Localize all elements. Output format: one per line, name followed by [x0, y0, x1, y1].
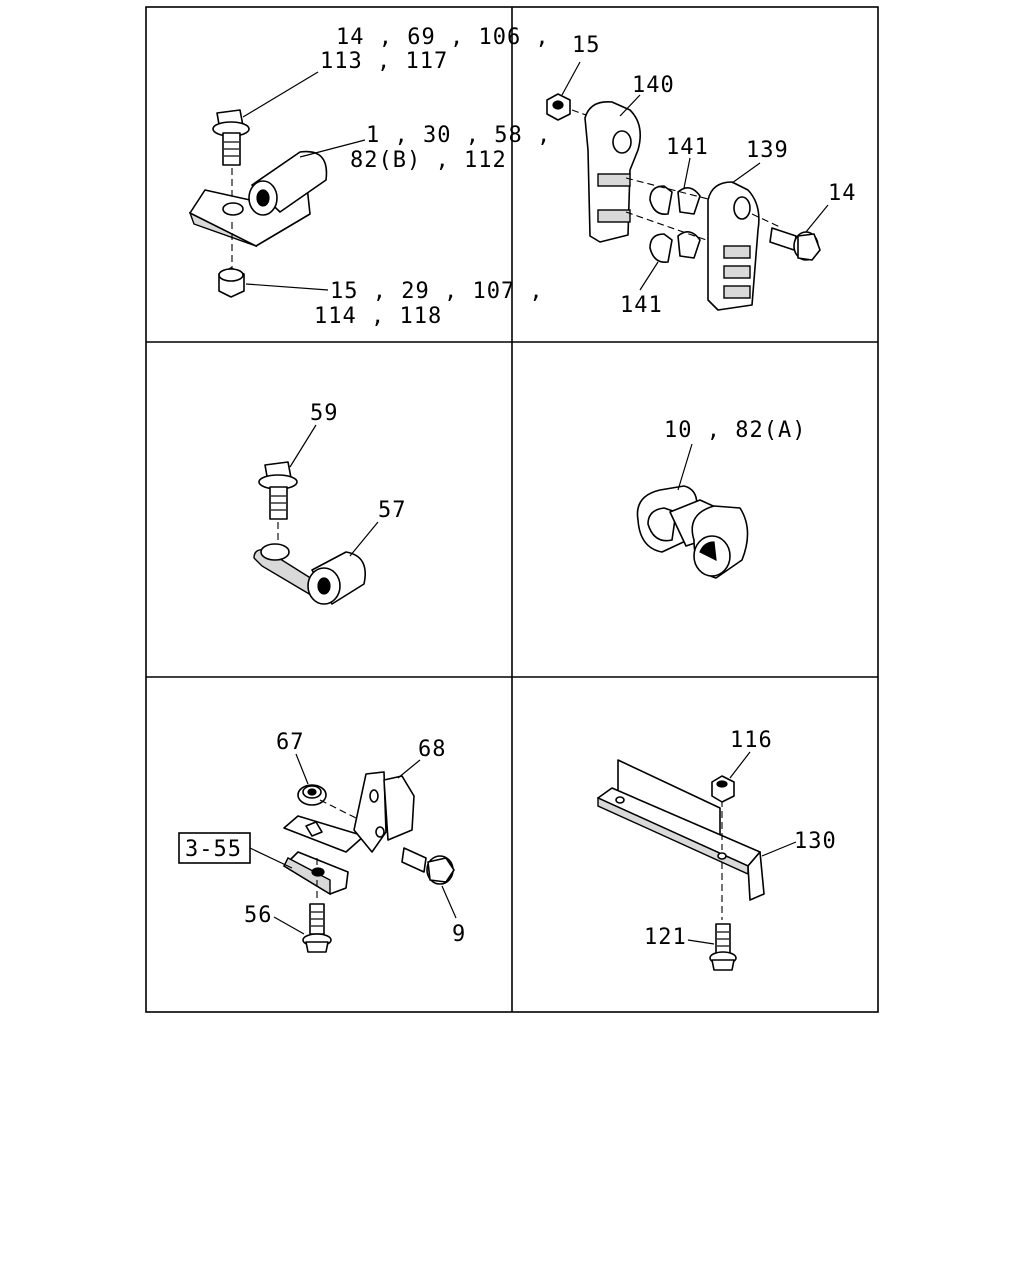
panel-middle-left	[253, 424, 379, 605]
bracket-140-icon	[584, 101, 641, 243]
callout-label: 14	[828, 181, 857, 206]
callout-label: 141	[620, 293, 663, 318]
callout-label: 1 , 30 , 58 ,	[366, 123, 551, 148]
flange-bolt-icon	[769, 227, 821, 261]
callout-label: 68	[418, 737, 447, 762]
diagram-grid	[145, 6, 879, 1013]
flange-bolt-icon	[212, 109, 250, 166]
panel-middle-right	[636, 443, 749, 579]
flange-bolt-icon	[302, 903, 332, 953]
callout-label: 114 , 118	[314, 304, 442, 329]
plate-bracket-icon	[283, 771, 415, 853]
angle-bracket-icon	[597, 759, 765, 901]
flange-nut-icon	[297, 784, 327, 806]
callout-label: 3-55	[185, 837, 242, 862]
clip-block-icon	[283, 851, 349, 896]
callout-label: 56	[244, 903, 273, 928]
flange-bolt-icon	[709, 923, 737, 971]
callout-label: 116	[730, 728, 773, 753]
double-clip-icon	[636, 485, 749, 579]
callout-label: 113 , 117	[320, 49, 448, 74]
callout-label: 67	[276, 730, 305, 755]
callout-label: 140	[632, 73, 675, 98]
panel-top-left	[188, 71, 366, 298]
flange-bolt-icon	[258, 461, 298, 520]
callout-label: 59	[310, 401, 339, 426]
panel-bottom-right	[597, 751, 797, 971]
callout-label: 14 , 69 , 106 ,	[336, 25, 550, 50]
callout-label: 9	[452, 922, 466, 947]
pipe-clip-icon	[649, 185, 701, 264]
callout-label: 141	[666, 135, 709, 160]
hex-nut-icon	[218, 267, 245, 298]
panel-top-right	[546, 61, 829, 311]
bracket-139-icon	[707, 181, 760, 311]
callout-label: 130	[794, 829, 837, 854]
tube-clip-icon	[253, 543, 366, 605]
flange-bolt-icon	[401, 847, 455, 885]
flange-nut-icon	[711, 775, 735, 803]
callout-label: 15 , 29 , 107 ,	[330, 279, 544, 304]
callout-label: 15	[572, 33, 601, 58]
tube-clip-icon	[188, 150, 328, 248]
hex-nut-icon	[546, 93, 571, 121]
callout-label: 10 , 82(A)	[664, 418, 806, 443]
callout-label: 82(B) , 112	[350, 148, 507, 173]
panel-bottom-left	[178, 753, 457, 953]
callout-label: 121	[644, 925, 687, 950]
callout-label: 139	[746, 138, 789, 163]
callout-labels: 14 , 69 , 106 , 113 , 117 1 , 30 , 58 , …	[185, 25, 857, 950]
callout-label: 57	[378, 498, 407, 523]
